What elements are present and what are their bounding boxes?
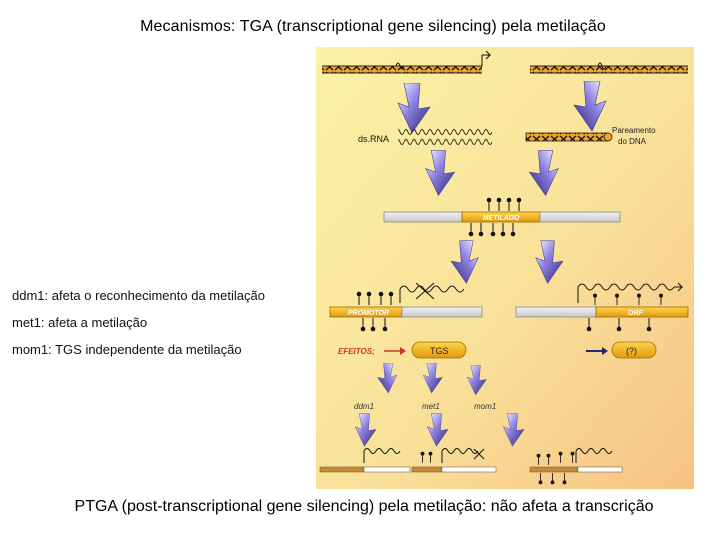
methylated-strand xyxy=(383,197,621,237)
dsrna-label: ds.RNA xyxy=(358,134,389,144)
pairing-label-2: do DNA xyxy=(618,137,647,146)
dsrna-helix xyxy=(398,129,492,149)
mutant-label-mom1: mom1 xyxy=(474,402,496,411)
promoter-strand xyxy=(329,282,483,332)
effects-arrow xyxy=(384,347,406,355)
mutant-label-ddm1: ddm1 xyxy=(354,402,374,411)
pairing-label-1: Pareamento xyxy=(612,126,656,135)
dna-pairing xyxy=(525,132,613,142)
top-right-dna xyxy=(530,62,688,74)
bottom-caption: PTGA (post-transcriptional gene silencin… xyxy=(74,498,654,515)
methylation-diagram: ds.RNA Pareamento do DNA METILADO xyxy=(316,47,694,489)
top-left-dna xyxy=(322,50,492,74)
unknown-arrow xyxy=(586,347,608,355)
promoter-label: PROMOTOR xyxy=(348,310,389,317)
orf-label: ORF xyxy=(628,310,644,317)
bottom-right-strand xyxy=(529,448,623,485)
bottom-left-strand xyxy=(319,448,411,473)
tgs-badge xyxy=(411,341,467,359)
diagram-background xyxy=(316,47,694,489)
bottom-middle-strand xyxy=(411,448,497,473)
effects-label: EFEITOS; xyxy=(338,347,375,356)
note-met1: met1: afeta a metilação xyxy=(12,315,148,330)
tgs-label: TGS xyxy=(430,346,449,356)
mutant-label-met1: met1 xyxy=(422,402,440,411)
unknown-label: (?) xyxy=(626,346,637,356)
slide-title: Mecanismos: TGA (transcriptional gene si… xyxy=(140,18,606,35)
unknown-badge xyxy=(611,341,657,359)
note-mom1: mom1: TGS independente da metilação xyxy=(12,342,242,357)
methylated-label: METILADO xyxy=(483,215,520,222)
orf-strand xyxy=(515,282,689,332)
note-ddm1: ddm1: afeta o reconhecimento da metilaçã… xyxy=(12,288,265,303)
